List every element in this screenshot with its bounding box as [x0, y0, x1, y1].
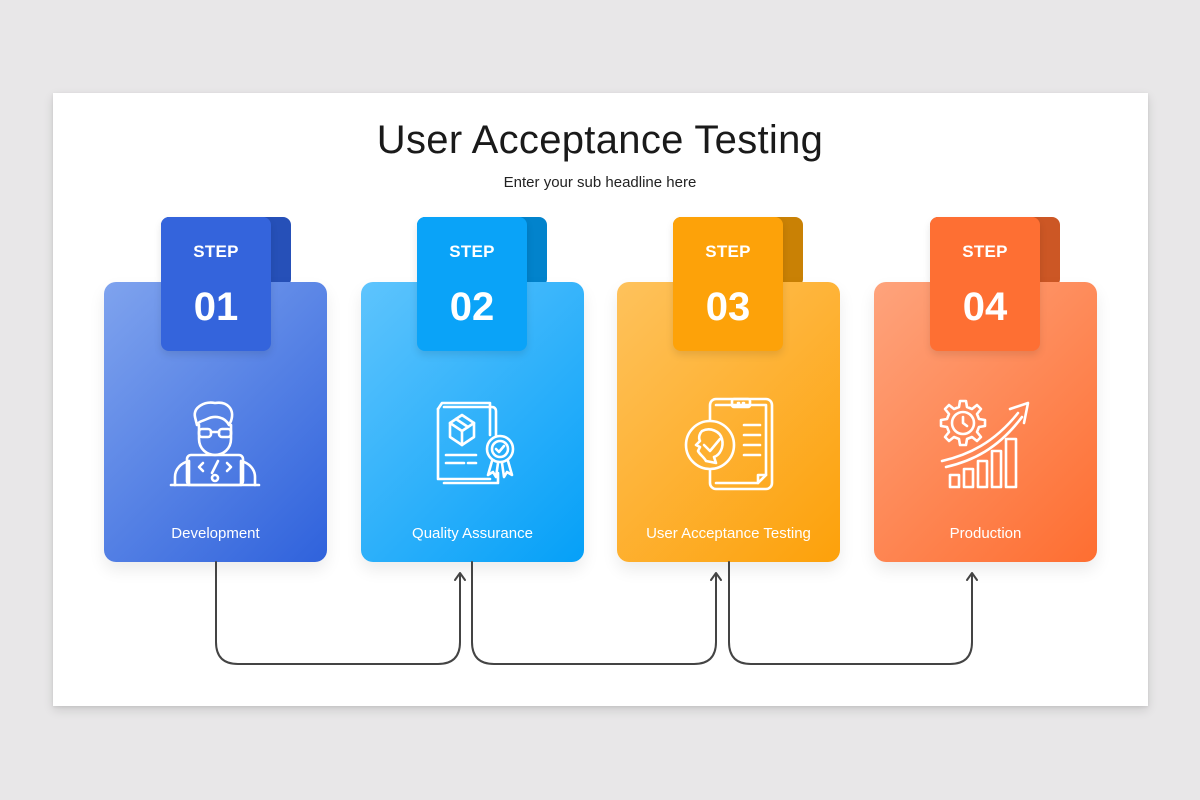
step-2-label: Quality Assurance	[412, 525, 533, 542]
step-4-step-label: STEP	[962, 242, 1008, 261]
step-3-number: 03	[705, 285, 751, 329]
developer-icon	[165, 395, 265, 495]
step-4-number: 04	[962, 285, 1008, 329]
step-1-tab: STEP 01	[161, 217, 271, 351]
step-3-step-label: STEP	[705, 242, 751, 261]
step-1-number: 01	[193, 285, 239, 329]
step-1-step-label: STEP	[193, 242, 239, 261]
page-title: User Acceptance Testing	[376, 118, 824, 162]
step-3-tab: STEP 03	[673, 217, 783, 351]
step-4-label: Production	[949, 525, 1022, 542]
step-2-tab: STEP 02	[417, 217, 527, 351]
page-subtitle: Enter your sub headline here	[503, 174, 697, 191]
step-3-label: User Acceptance Testing	[646, 525, 811, 542]
step-1-label: Development	[171, 525, 260, 542]
user-acceptance-icon	[680, 395, 780, 495]
production-growth-icon	[938, 395, 1038, 495]
step-4-tab: STEP 04	[930, 217, 1040, 351]
quality-certificate-icon	[428, 395, 528, 495]
step-2-number: 02	[449, 285, 495, 329]
step-2-step-label: STEP	[449, 242, 495, 261]
